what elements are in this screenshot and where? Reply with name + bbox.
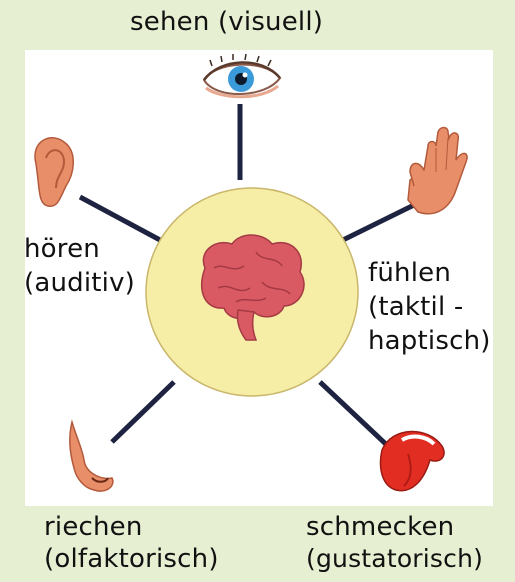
- connector-nose: [112, 382, 174, 442]
- label-haptisch: haptisch): [368, 326, 491, 356]
- label-hoeren: hören: [24, 234, 100, 264]
- label-riechen: riechen: [44, 512, 143, 542]
- label-sehen: sehen (visuell): [130, 7, 323, 37]
- eye-icon: [204, 54, 280, 97]
- label-schmecken: schmecken: [306, 512, 454, 542]
- connector-hand: [343, 205, 414, 240]
- nose-icon: [70, 422, 113, 491]
- label-auditiv: (auditiv): [24, 268, 135, 298]
- label-olfaktorisch: (olfaktorisch): [44, 544, 219, 574]
- mouth-icon: [381, 431, 445, 490]
- hand-icon: [408, 128, 467, 214]
- label-taktil: (taktil -: [368, 292, 463, 322]
- label-gustatorisch: (gustatorisch): [306, 544, 483, 574]
- label-fuehlen: fühlen: [368, 258, 451, 288]
- connector-mouth: [320, 382, 390, 448]
- ear-icon: [35, 138, 73, 206]
